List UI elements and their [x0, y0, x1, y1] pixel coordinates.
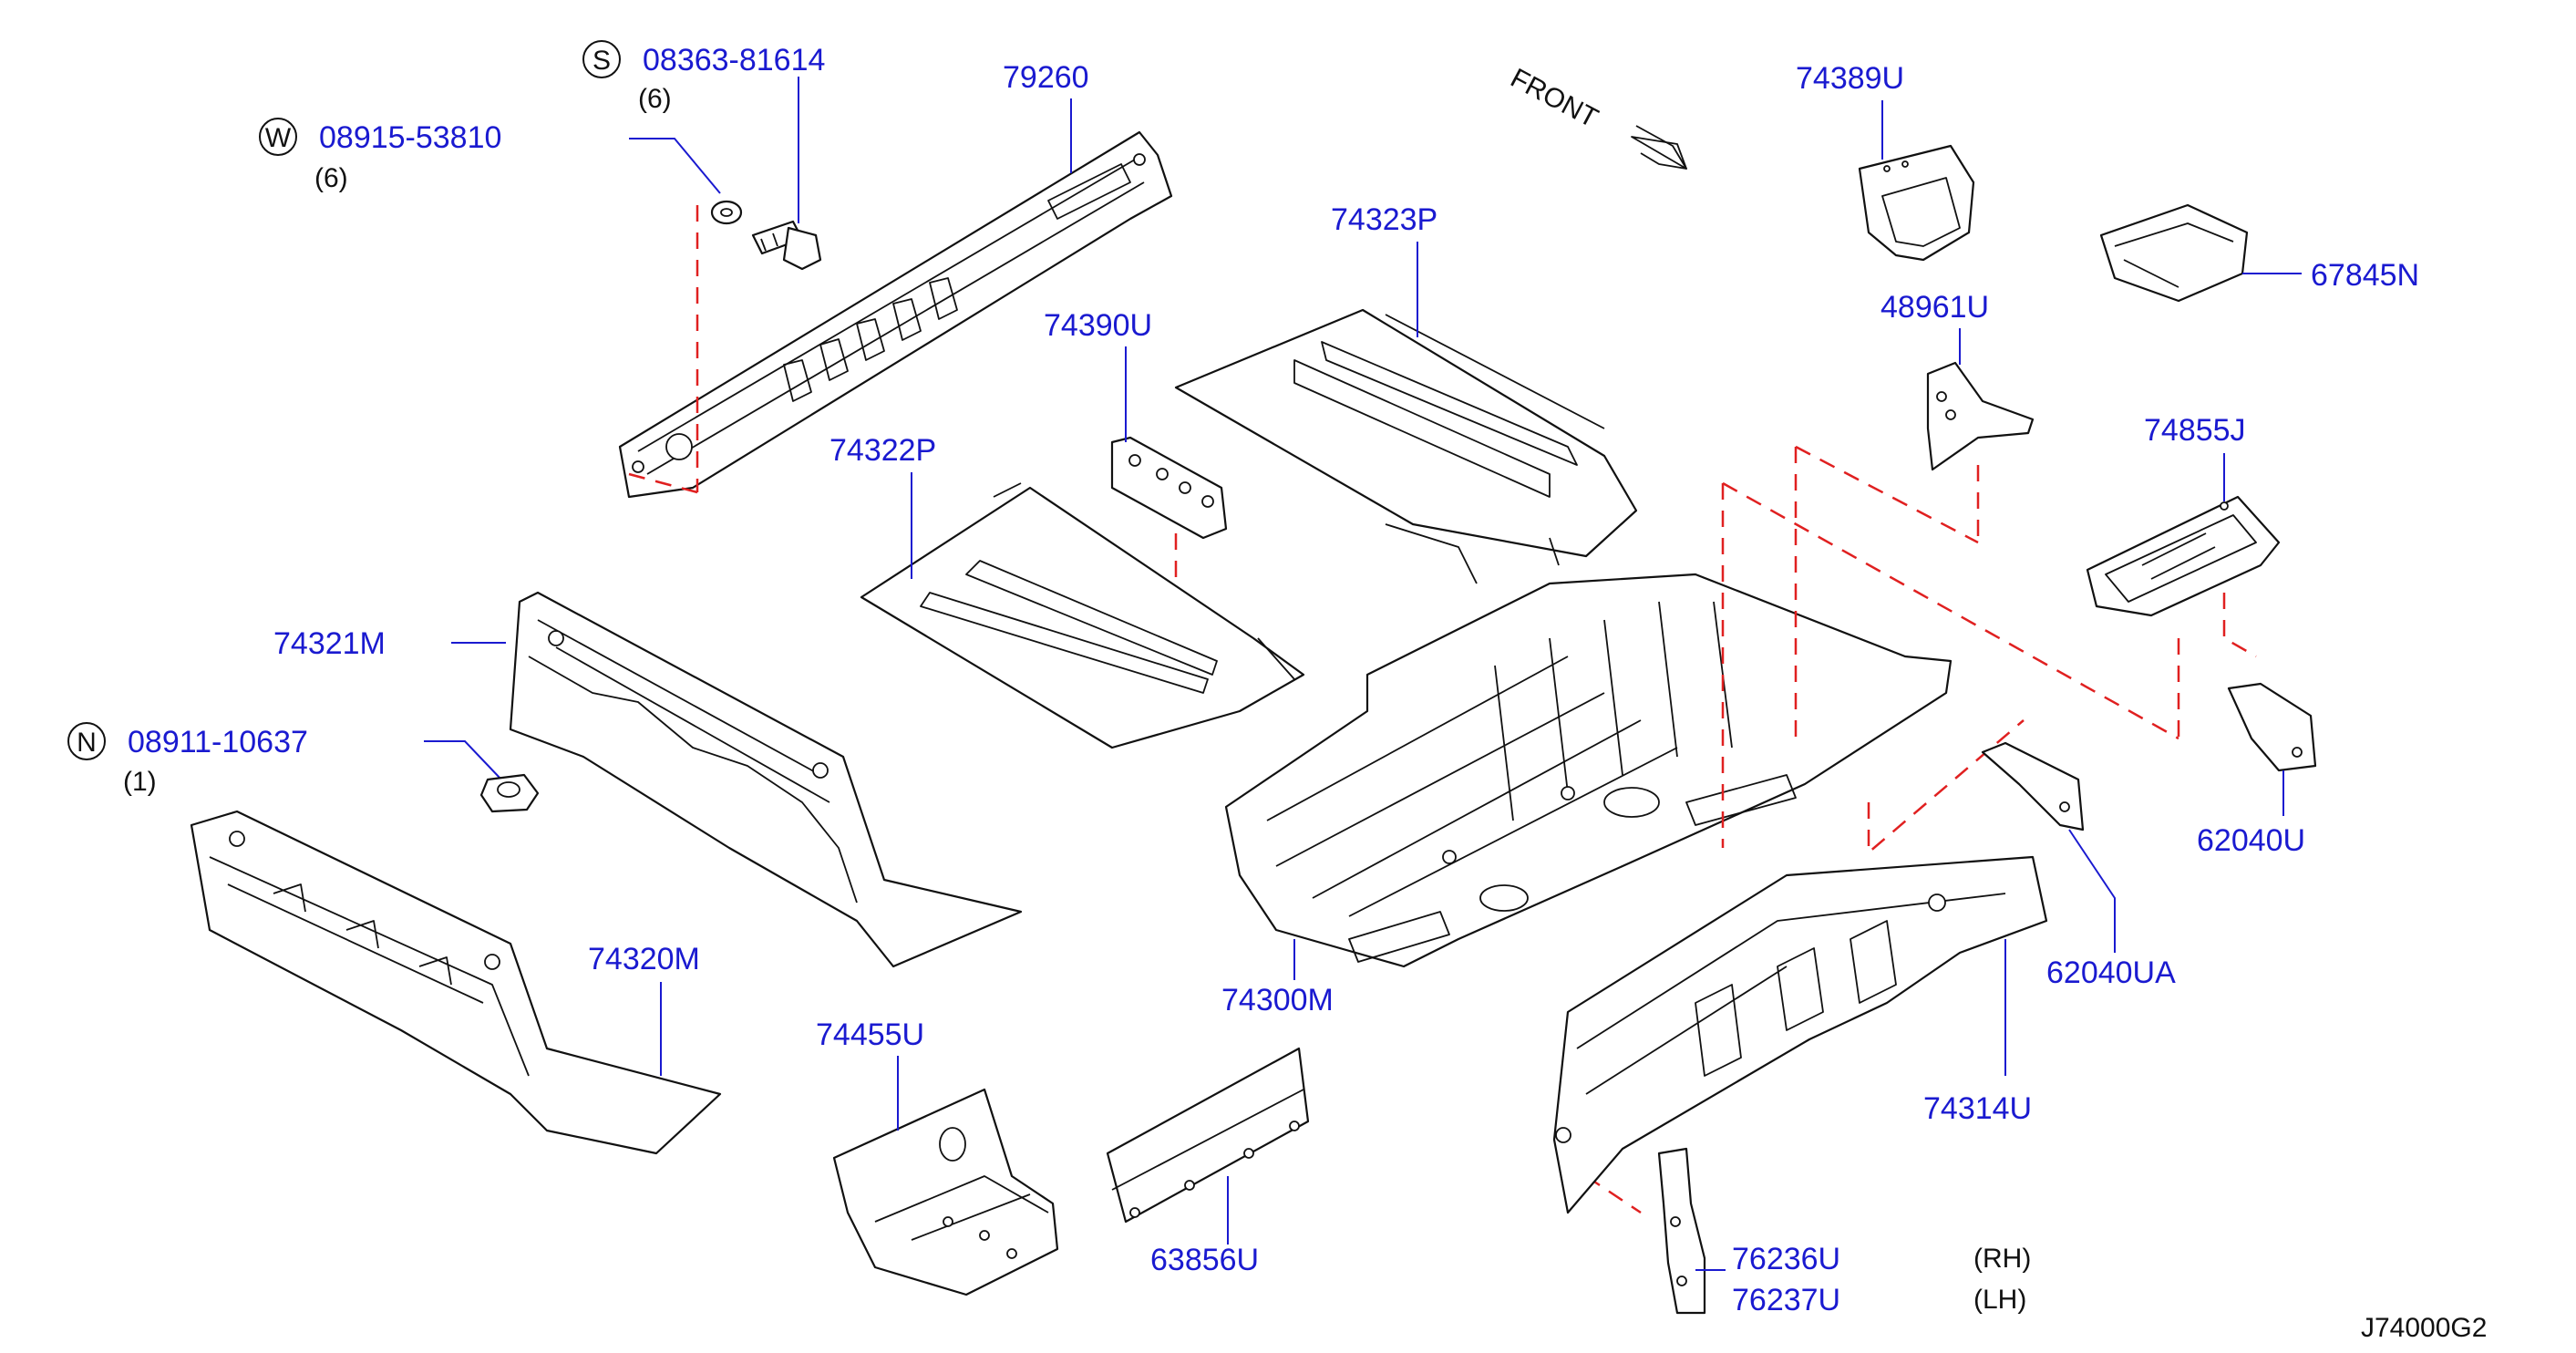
part-74323P-callout: 74323P [1331, 202, 1437, 337]
part-74320M-drawing [190, 810, 722, 1155]
part-number-label: 76237U [1732, 1283, 1840, 1317]
part-79260-callout: 79260 [1003, 60, 1089, 173]
nut-icon [479, 773, 540, 813]
part-number-label: 08915-53810 [319, 120, 501, 155]
part-62040UA-callout: 62040UA [2046, 829, 2176, 990]
part-number-label: 08363-81614 [643, 43, 825, 77]
part-number-label: 79260 [1003, 60, 1089, 95]
fastener-symbol: W [265, 123, 292, 153]
part-74314U-callout: 74314U [1923, 939, 2032, 1126]
part-74855J-drawing [2086, 495, 2281, 617]
part-number-label: 74390U [1044, 308, 1152, 343]
part-number-label: 62040U [2197, 823, 2305, 858]
part-76236U-drawing [1657, 1147, 1706, 1315]
quantity-label: (1) [123, 767, 157, 797]
part-74322P-drawing [860, 482, 1305, 749]
part-74323P-drawing [1174, 308, 1638, 584]
part-74321M-drawing [509, 591, 1023, 968]
part-74321M-callout: 74321M [273, 626, 506, 661]
part-74455U-drawing [832, 1088, 1059, 1296]
part-79260-drawing [618, 130, 1173, 499]
part-number-label: 74855J [2144, 413, 2246, 448]
part-number-label: 74320M [588, 942, 700, 976]
bolt-icon [751, 220, 822, 271]
part-74855J-callout: 74855J [2144, 413, 2246, 501]
part-74390U-drawing [1110, 436, 1228, 540]
part-76237U-callout: 76237U (LH) [1732, 1283, 2026, 1317]
part-number-label: 74300M [1221, 983, 1334, 1017]
leader-line [2068, 829, 2116, 953]
leader-line [424, 740, 502, 780]
part-67845N-drawing [2099, 203, 2249, 303]
fastener-symbol: N [77, 728, 97, 758]
part-67845N-callout: 67845N [2242, 258, 2419, 293]
part-74300M-drawing [1224, 573, 1953, 968]
symbol-circle [582, 40, 621, 78]
dashed-leader [628, 472, 698, 494]
part-number-label: 74323P [1331, 202, 1437, 237]
part-63856U-drawing [1106, 1047, 1310, 1224]
part-76236U-callout: 76236U (RH) [1695, 1242, 2031, 1276]
part-62040U-callout: 62040U [2197, 770, 2305, 858]
part-number-label: 74455U [816, 1017, 924, 1052]
part-number-label: 74321M [273, 626, 386, 661]
fastener-w-callout: W 08915-53810 (6) [259, 118, 721, 194]
part-48961U-callout: 48961U [1880, 290, 1989, 365]
part-number-label: 63856U [1150, 1243, 1259, 1277]
part-74300M-callout: 74300M [1221, 939, 1334, 1017]
front-label: FRONT [1506, 63, 1603, 134]
part-74389U-callout: 74389U [1796, 61, 1904, 160]
side-label-rh: (RH) [1973, 1244, 2031, 1274]
part-74314U-drawing [1552, 855, 2048, 1214]
symbol-circle [259, 118, 297, 156]
part-74322P-callout: 74322P [829, 433, 936, 579]
part-number-label: 74322P [829, 433, 936, 468]
front-direction-indicator: FRONT [1506, 63, 1687, 170]
part-63856U-callout: 63856U [1150, 1176, 1259, 1277]
part-number-label: 62040UA [2046, 955, 2176, 990]
part-74455U-callout: 74455U [816, 1017, 924, 1131]
part-number-label: 74389U [1796, 61, 1904, 96]
quantity-label: (6) [314, 163, 348, 193]
symbol-circle [67, 722, 106, 760]
side-label-lh: (LH) [1973, 1285, 2026, 1315]
part-62040UA-drawing [1981, 741, 2085, 831]
part-74320M-callout: 74320M [588, 942, 700, 1076]
fastener-symbol: S [592, 46, 611, 76]
part-74389U-drawing [1858, 144, 1975, 262]
part-74390U-callout: 74390U [1044, 308, 1152, 442]
part-number-label: 48961U [1880, 290, 1989, 325]
fastener-n-callout: N 08911-10637 (1) [67, 722, 502, 797]
fastener-s-callout: S 08363-81614 (6) [582, 40, 825, 223]
part-62040U-drawing [2227, 682, 2317, 772]
part-number-label: 67845N [2311, 258, 2419, 293]
washer-icon [710, 200, 743, 225]
quantity-label: (6) [638, 84, 672, 114]
part-48961U-drawing [1926, 361, 2035, 471]
part-number-label: 08911-10637 [128, 725, 308, 759]
leader-line [629, 138, 721, 194]
front-arrow-icon [1631, 136, 1687, 170]
diagram-code: J74000G2 [2361, 1313, 2487, 1343]
part-number-label: 74314U [1923, 1091, 2032, 1126]
part-number-label: 76236U [1732, 1242, 1840, 1276]
